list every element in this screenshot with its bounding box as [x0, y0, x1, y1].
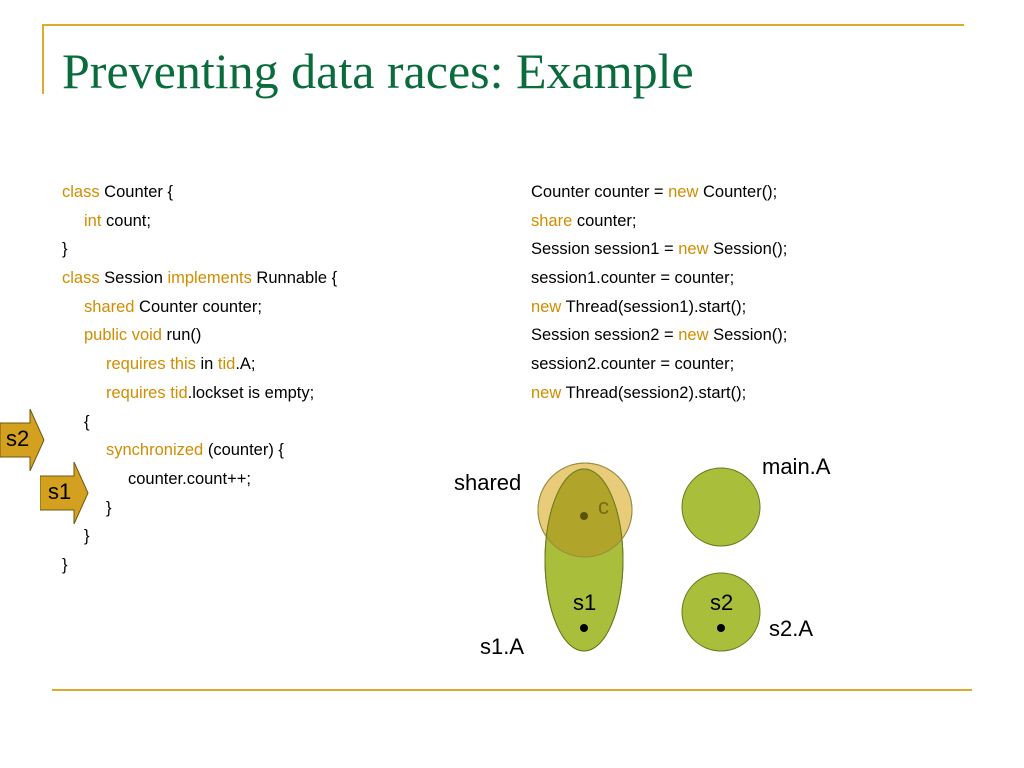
- counter-object-dot: [580, 512, 588, 520]
- code-text: }: [106, 498, 112, 517]
- code-text: in: [195, 355, 218, 374]
- code-keyword: new: [678, 326, 709, 345]
- counter-c-label: c: [598, 494, 609, 519]
- code-line: synchronized (counter) {: [62, 436, 337, 465]
- code-text: (counter) {: [203, 441, 284, 460]
- frame-left-rule: [42, 24, 44, 94]
- code-text: Session session1 =: [531, 240, 679, 259]
- s2-arrow-marker: [0, 409, 45, 471]
- code-keyword: class: [62, 269, 100, 288]
- code-text: run(): [161, 326, 202, 345]
- s1-object-label: s1: [573, 590, 597, 615]
- code-text: Counter counter =: [531, 183, 669, 201]
- s1-marker-label: s1: [48, 479, 72, 504]
- code-text: }: [62, 555, 68, 574]
- code-keyword: synchronized: [106, 441, 204, 460]
- code-line: }: [62, 235, 337, 264]
- frame-top-rule: [42, 24, 964, 26]
- code-line: Session session1 = new Session();: [531, 235, 787, 264]
- code-text: .lockset is empty;: [187, 383, 315, 402]
- code-text: }: [62, 240, 68, 259]
- code-keyword: new: [678, 240, 709, 259]
- s2-object-label: s2: [710, 590, 734, 615]
- code-text: session1.counter = counter;: [531, 269, 735, 288]
- code-line: requires this in tid.A;: [62, 350, 337, 379]
- code-text: Counter counter;: [134, 297, 262, 316]
- code-text: session2.counter = counter;: [531, 355, 735, 374]
- code-text: Counter {: [99, 183, 173, 201]
- code-line: new Thread(session2).start();: [531, 379, 787, 408]
- code-text: Runnable {: [251, 269, 338, 288]
- code-line: shared Counter counter;: [62, 293, 337, 322]
- code-line: int count;: [62, 207, 337, 236]
- code-keyword: new: [668, 183, 699, 201]
- shared-overlap-region: [545, 469, 623, 557]
- code-line: requires tid.lockset is empty;: [62, 379, 337, 408]
- code-text: Thread(session1).start();: [561, 297, 747, 316]
- slide-title: Preventing data races: Example: [62, 43, 694, 99]
- code-text: .A;: [235, 355, 256, 374]
- code-text: }: [84, 527, 90, 546]
- code-line: class Session implements Runnable {: [62, 264, 337, 293]
- code-keyword: new: [531, 383, 562, 402]
- code-keyword: share: [531, 211, 573, 230]
- code-block-right: Counter counter = new Counter();share co…: [531, 178, 787, 408]
- code-text: Session: [99, 269, 168, 288]
- code-line: session2.counter = counter;: [531, 350, 787, 379]
- code-text: counter;: [572, 211, 637, 230]
- code-keyword: public void: [84, 326, 162, 345]
- code-text: {: [84, 412, 90, 431]
- code-line: }: [62, 522, 337, 551]
- main-a-region: [681, 467, 761, 547]
- code-line: session1.counter = counter;: [531, 264, 787, 293]
- code-line: class Counter {: [62, 178, 337, 207]
- code-keyword: requires tid: [106, 383, 188, 402]
- code-text: Session();: [708, 326, 788, 345]
- code-keyword: implements: [167, 269, 252, 288]
- code-line: share counter;: [531, 207, 787, 236]
- code-line: new Thread(session1).start();: [531, 293, 787, 322]
- frame-bottom-rule: [52, 689, 972, 691]
- s1-object-dot: [580, 624, 588, 632]
- code-text: Thread(session2).start();: [561, 383, 747, 402]
- code-block-left: class Counter {int count;}class Session …: [62, 178, 337, 580]
- code-text: Session();: [708, 240, 788, 259]
- code-line: }: [62, 494, 337, 523]
- code-text: Counter();: [698, 183, 778, 201]
- code-keyword: requires this: [106, 355, 196, 374]
- code-text: counter.count++;: [128, 469, 251, 488]
- code-keyword: class: [62, 183, 100, 201]
- code-text: Session session2 =: [531, 326, 679, 345]
- main-a-label: main.A: [762, 454, 831, 479]
- code-text: count;: [101, 211, 151, 230]
- shared-label: shared: [454, 470, 522, 495]
- s1-a-label: s1.A: [480, 634, 525, 659]
- s2-a-region: [681, 572, 761, 652]
- code-line: Counter counter = new Counter();: [531, 178, 787, 207]
- s2-object-dot: [717, 624, 725, 632]
- code-line: }: [62, 551, 337, 580]
- code-keyword: new: [531, 297, 562, 316]
- code-line: public void run(): [62, 321, 337, 350]
- code-line: Session session2 = new Session();: [531, 321, 787, 350]
- code-line: counter.count++;: [62, 465, 337, 494]
- code-line: {: [62, 408, 337, 437]
- code-keyword: tid: [217, 355, 236, 374]
- s1-arrow-marker: [40, 462, 89, 524]
- s2-a-label: s2.A: [769, 616, 814, 641]
- s2-marker-label: s2: [6, 426, 30, 451]
- code-keyword: shared: [84, 297, 135, 316]
- code-keyword: int: [84, 211, 102, 230]
